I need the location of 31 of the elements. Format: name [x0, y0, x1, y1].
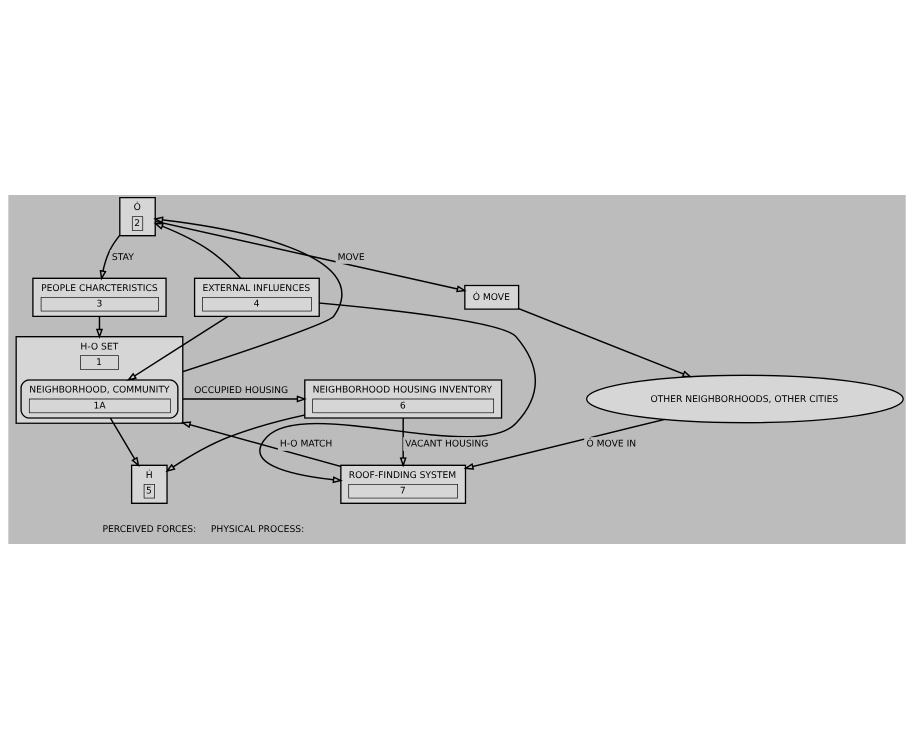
- arrow: [259, 302, 536, 484]
- arrow: [155, 220, 467, 292]
- arrow: [153, 216, 342, 372]
- arrow: [464, 418, 665, 470]
- node-box: Ȯ 2: [119, 196, 156, 236]
- arrow: [96, 316, 104, 339]
- legend-label: PERCEIVED FORCES:: [102, 524, 196, 535]
- node-box: Ȯ MOVE: [464, 284, 520, 310]
- arrow: [180, 421, 341, 468]
- arrow: [100, 235, 120, 280]
- arrow: [153, 222, 242, 279]
- arrow: [126, 316, 228, 382]
- edge-label: Ȯ MOVE IN: [586, 438, 636, 450]
- edge-label: H-O MATCH: [280, 438, 332, 450]
- node-box: EXTERNAL INFLUENCES 4: [194, 278, 320, 317]
- edge-label: OCCUPIED HOUSING: [194, 384, 288, 396]
- arrow: [182, 395, 307, 403]
- arrow: [110, 418, 140, 468]
- arrow: [518, 308, 692, 378]
- edge-label: VACANT HOUSING: [405, 438, 488, 450]
- edge-label: STAY: [112, 252, 134, 263]
- node-box: PEOPLE CHARCTERISTICS 3: [32, 278, 167, 317]
- legend-label: PHYSICAL PROCESS:: [210, 524, 304, 535]
- node-box: NEIGHBORHOOD, COMMUNITY 1A: [20, 379, 179, 419]
- arrow: [165, 414, 305, 472]
- edge-label: MOVE: [338, 252, 365, 263]
- node-box: NEIGHBORHOOD HOUSING INVENTORY 6: [304, 379, 502, 419]
- node-ellipse: OTHER NEIGHBORHOODS, OTHER CITIES: [586, 374, 904, 424]
- arrow: [400, 418, 407, 468]
- node-box: ROOF-FINDING SYSTEM 7: [340, 464, 466, 504]
- node-box: Ḣ 5: [130, 464, 168, 504]
